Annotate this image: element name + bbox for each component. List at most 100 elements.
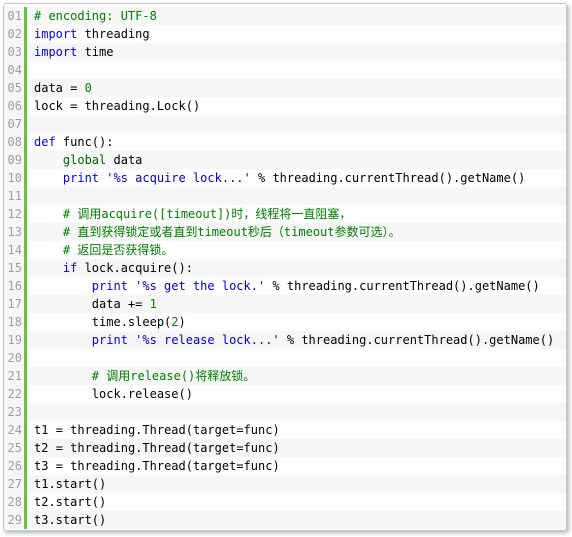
line-number: 26 xyxy=(4,457,27,475)
code-token: global xyxy=(62,153,107,167)
line-source: lock.release() xyxy=(34,385,193,403)
code-token xyxy=(34,153,63,167)
line-number: 11 xyxy=(4,187,27,205)
line-number: 22 xyxy=(4,385,27,403)
code-token: print xyxy=(62,171,100,185)
line-source: data = 0 xyxy=(34,79,92,97)
code-line: 17 data += 1 xyxy=(4,295,566,313)
code-line: 20 xyxy=(4,349,566,367)
line-source: global data xyxy=(34,151,142,169)
line-source: t2 = threading.Thread(target=func) xyxy=(34,439,280,457)
code-token: import xyxy=(34,45,78,59)
code-token: func) xyxy=(243,423,280,437)
code-token: 0 xyxy=(84,81,92,95)
line-number: 23 xyxy=(4,403,27,421)
code-line: 02 import threading xyxy=(4,25,566,43)
line-number: 13 xyxy=(4,223,27,241)
line-source: lock = threading.Lock() xyxy=(34,97,200,115)
code-token: '%s release lock...' xyxy=(135,333,280,347)
code-token: # 直到获得锁定或者直到timeout秒后（timeout参数可选）。 xyxy=(62,225,401,239)
code-line: 15 if lock.acquire(): xyxy=(4,259,566,277)
line-source: print '%s acquire lock...' % threading.c… xyxy=(34,169,525,187)
code-token xyxy=(34,333,92,347)
code-token xyxy=(34,171,63,185)
line-number: 04 xyxy=(4,61,27,79)
code-token: threading.Thread(target xyxy=(62,441,237,455)
line-source: t2.start() xyxy=(34,493,106,511)
code-token: threading.Lock() xyxy=(77,99,201,113)
code-token: t1.start() xyxy=(34,477,107,491)
code-token: t3.start() xyxy=(34,513,107,527)
line-source: def func(): xyxy=(34,133,113,151)
code-token: = xyxy=(236,441,244,455)
line-number: 02 xyxy=(4,25,27,43)
line-number: 28 xyxy=(4,493,27,511)
line-number: 07 xyxy=(4,115,27,133)
code-line: 24 t1 = threading.Thread(target=func) xyxy=(4,421,566,439)
line-number: 19 xyxy=(4,331,27,349)
code-token: lock.acquire(): xyxy=(77,261,193,275)
line-source: # 调用acquire([timeout])时，线程将一直阻塞， xyxy=(34,205,352,223)
line-source: # encoding: UTF-8 xyxy=(34,7,157,25)
code-token: t1 xyxy=(34,423,56,437)
code-line: 28 t2.start() xyxy=(4,493,566,511)
line-source: print '%s get the lock.' % threading.cur… xyxy=(34,277,540,295)
code-line: 18 time.sleep(2) xyxy=(4,313,566,331)
code-token xyxy=(34,261,63,275)
code-token xyxy=(34,369,92,383)
line-number: 20 xyxy=(4,349,27,367)
code-token: % threading.currentThread().getName() xyxy=(250,171,526,185)
line-number: 05 xyxy=(4,79,27,97)
code-token: = xyxy=(55,441,63,455)
code-token: time.sleep( xyxy=(34,315,172,329)
line-number: 25 xyxy=(4,439,27,457)
code-token: '%s acquire lock...' xyxy=(106,171,251,185)
line-number: 27 xyxy=(4,475,27,493)
code-token: data xyxy=(34,81,71,95)
code-line: 23 xyxy=(4,403,566,421)
line-number: 01 xyxy=(4,7,27,25)
line-source: t3.start() xyxy=(34,511,106,529)
code-token: threading xyxy=(77,27,150,41)
line-number: 24 xyxy=(4,421,27,439)
line-number: 16 xyxy=(4,277,27,295)
line-source: if lock.acquire(): xyxy=(34,259,193,277)
line-source: data += 1 xyxy=(34,295,157,313)
code-token: data xyxy=(106,153,143,167)
code-token: % threading.currentThread().getName() xyxy=(265,279,540,293)
line-source: t3 = threading.Thread(target=func) xyxy=(34,457,280,475)
code-token: time xyxy=(77,45,114,59)
code-token: data xyxy=(34,297,128,311)
code-token: # 返回是否获得锁。 xyxy=(62,243,174,257)
code-line: 13 # 直到获得锁定或者直到timeout秒后（timeout参数可选）。 xyxy=(4,223,566,241)
code-token: = xyxy=(70,81,78,95)
line-number: 09 xyxy=(4,151,27,169)
code-token: func) xyxy=(243,441,280,455)
code-token: = xyxy=(70,99,78,113)
code-token: print xyxy=(91,279,128,293)
line-number: 03 xyxy=(4,43,27,61)
code-line: 07 xyxy=(4,115,566,133)
code-token: threading.Thread(target xyxy=(62,459,237,473)
code-line: 25 t2 = threading.Thread(target=func) xyxy=(4,439,566,457)
code-line: 19 print '%s release lock...' % threadin… xyxy=(4,331,566,349)
code-token: func) xyxy=(243,459,280,473)
line-source: t1 = threading.Thread(target=func) xyxy=(34,421,280,439)
code-token: = xyxy=(55,459,63,473)
code-line: 22 lock.release() xyxy=(4,385,566,403)
code-token: import xyxy=(34,27,78,41)
code-token: print xyxy=(91,333,128,347)
code-line: 21 # 调用release()将释放锁。 xyxy=(4,367,566,385)
code-line: 12 # 调用acquire([timeout])时，线程将一直阻塞， xyxy=(4,205,566,223)
line-number: 12 xyxy=(4,205,27,223)
line-number: 10 xyxy=(4,169,27,187)
code-line: 03 import time xyxy=(4,43,566,61)
code-token: = xyxy=(236,459,244,473)
line-number: 15 xyxy=(4,259,27,277)
code-token xyxy=(34,279,92,293)
code-token: += xyxy=(127,297,143,311)
code-token: 2 xyxy=(171,315,179,329)
